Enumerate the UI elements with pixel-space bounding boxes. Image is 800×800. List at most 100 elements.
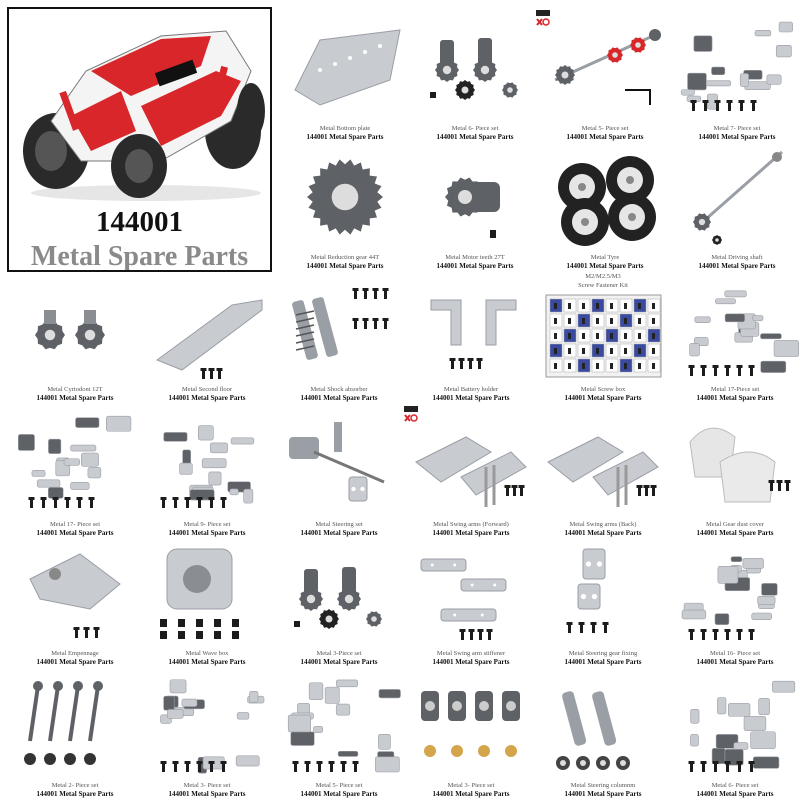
part-series: 144001 Metal Spare Parts — [300, 790, 378, 798]
part-name: Metal 5- Piece set — [315, 782, 363, 789]
stiffener-icon — [420, 558, 507, 640]
part-name: Metal 17- Piece set — [50, 521, 100, 528]
part-series: 144001 Metal Spare Parts — [432, 529, 510, 537]
second-floor-icon — [155, 299, 263, 379]
tyre-icon — [558, 156, 656, 246]
part-name: Metal 6- Piece set — [451, 125, 499, 132]
part-series: 144001 Metal Spare Parts — [564, 658, 642, 666]
part-name: Metal Reduction gear 44T — [310, 254, 380, 261]
diff-set-icon — [430, 38, 518, 100]
parts-kit-icon — [160, 425, 255, 508]
part-series: 144001 Metal Spare Parts — [300, 394, 378, 402]
screw-box-icon — [545, 294, 662, 378]
part-name: Metal Shock absorber — [310, 386, 368, 393]
brand-logo-icon — [536, 10, 550, 26]
diff-set-icon — [294, 567, 382, 629]
part-series: 144001 Metal Spare Parts — [300, 529, 378, 537]
part-series: 144001 Metal Spare Parts — [696, 529, 774, 537]
part-series: 144001 Metal Spare Parts — [168, 394, 246, 402]
parts-kit-icon — [160, 679, 265, 774]
steering-column-icon — [556, 691, 630, 770]
brand-logo-icon — [404, 406, 418, 422]
pinion-gear-icon — [445, 177, 500, 238]
part-series: 144001 Metal Spare Parts — [306, 133, 384, 141]
parts-kit-icon — [17, 415, 132, 508]
steering-set-icon — [289, 422, 385, 502]
part-series: 144001 Metal Spare Parts — [698, 262, 776, 270]
part-name: Metal Empennage — [51, 650, 99, 657]
part-name: Metal Cyrtodont 12T — [47, 386, 103, 393]
part-name: Metal Tyre — [590, 254, 620, 261]
part-item: Metal Swing arms (Back)144001 Metal Spar… — [538, 407, 668, 537]
hero-panel: 144001 Metal Spare Parts — [7, 7, 272, 272]
part-series: 144001 Metal Spare Parts — [306, 262, 384, 270]
part-series: 144001 Metal Spare Parts — [564, 394, 642, 402]
part-name: Metal Driving shaft — [711, 254, 763, 261]
part-series: 144001 Metal Spare Parts — [36, 658, 114, 666]
part-series: 144001 Metal Spare Parts — [698, 133, 776, 141]
part-series: 144001 Metal Spare Parts — [168, 529, 246, 537]
servo-mount-icon — [566, 548, 609, 633]
part-series: 144001 Metal Spare Parts — [696, 658, 774, 666]
swing-arm-icon — [547, 436, 659, 507]
part-name: Metal 7- Piece set — [713, 125, 761, 132]
hub-carrier-icon — [421, 691, 520, 757]
part-name: Metal Second floor — [181, 386, 233, 393]
part-series: 144001 Metal Spare Parts — [36, 394, 114, 402]
parts-kit-icon — [680, 21, 793, 111]
part-name: Metal Steering set — [315, 521, 363, 528]
part-series: 144001 Metal Spare Parts — [432, 394, 510, 402]
part-name: Metal Gear dust cover — [706, 521, 764, 528]
part-name: Metal 3- Piece set — [447, 782, 495, 789]
parts-kit-icon — [688, 680, 796, 772]
part-name: Metal 16- Piece set — [710, 650, 760, 657]
battery-holder-icon — [430, 299, 517, 369]
part-series: 144001 Metal Spare Parts — [566, 133, 644, 141]
gear-cover-icon — [689, 427, 791, 503]
rc-buggy-image — [23, 30, 265, 201]
gearbox-icon — [160, 548, 239, 639]
part-series: 144001 Metal Spare Parts — [436, 262, 514, 270]
part-name: Metal 17-Piece set — [710, 386, 760, 393]
drive-shaft-icon — [693, 150, 783, 245]
part-series: 144001 Metal Spare Parts — [168, 790, 246, 798]
parts-kit-icon — [688, 290, 800, 376]
part-name: Metal 6- Piece set — [711, 782, 759, 789]
part-name: Metal 3-Piece set — [316, 650, 362, 657]
part-name: Metal Battery holder — [443, 386, 499, 393]
part-name: Metal Swing arms (Back) — [569, 521, 637, 528]
part-item: Metal Swing arms (Forward)144001 Metal S… — [406, 407, 536, 537]
model-number: 144001 — [96, 206, 183, 238]
part-series: 144001 Metal Spare Parts — [566, 262, 644, 270]
part-series: 144001 Metal Spare Parts — [300, 658, 378, 666]
part-series: 144001 Metal Spare Parts — [436, 133, 514, 141]
bottom-plate-icon — [294, 29, 401, 106]
shock-absorber-icon — [292, 288, 389, 360]
wing-mount-icon — [29, 553, 121, 638]
